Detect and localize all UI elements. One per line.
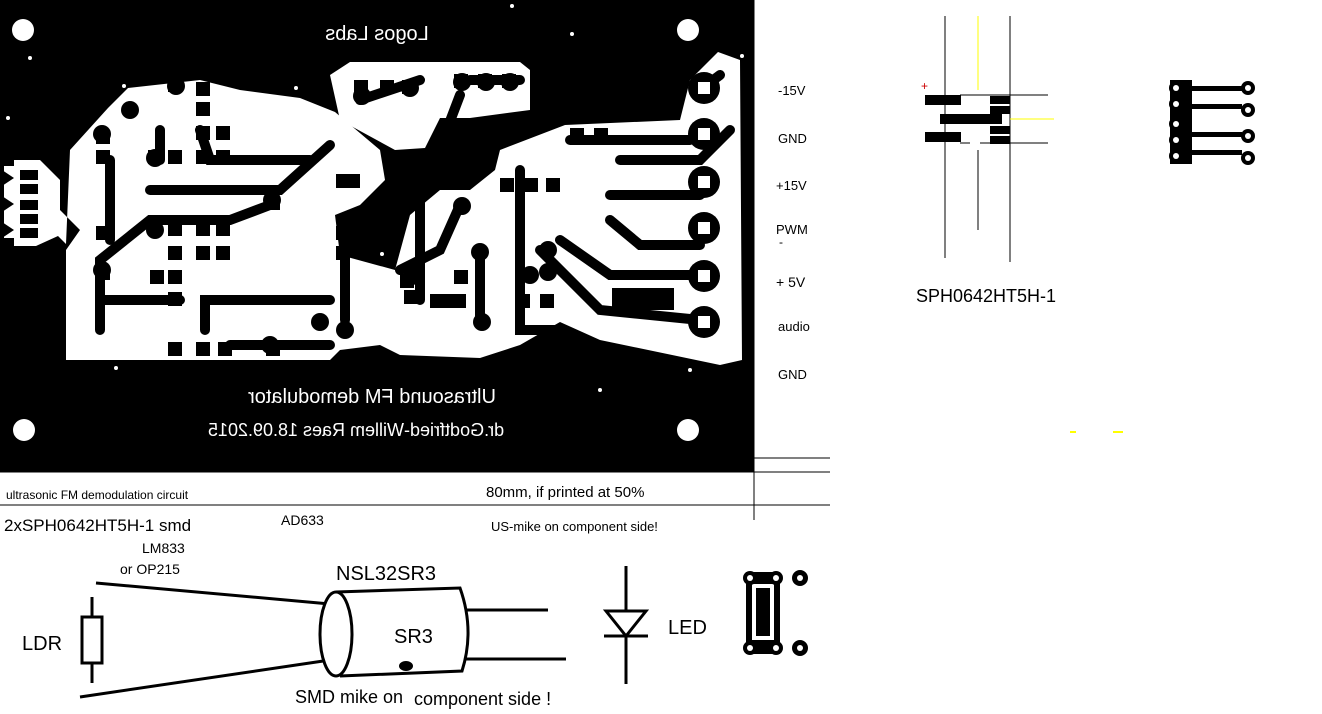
optocoupler-footprint [743,570,808,656]
pcb-output-connector [688,72,720,338]
print-scale-note: 80mm, if printed at 50% [486,484,644,501]
mounting-hole-br [677,419,699,441]
pcb-title-text: Ultrasound FM demodulator [248,386,496,408]
led-symbol [602,566,650,684]
smd-note-part1: SMD mike on [295,687,403,707]
connector-label: PWM [776,222,808,237]
connector-label-list: -15V GND +15V PWM - + 5V audio GND [776,83,810,382]
optocoupler-drawing [79,581,566,699]
pcb-round-pads [93,73,557,354]
mounting-hole-tr [677,19,699,41]
pcb-author-date-text: dr.Godtfried-Willem Raes 18.09.2015 [208,420,504,440]
opamp-part-2: or OP215 [120,561,180,577]
connector-label: GND [778,131,807,146]
opamp-part-1: LM833 [142,540,185,556]
double-mic-footprint [1169,80,1255,165]
ldr-symbol [80,615,104,665]
pcb-board: Logos Labs Ultrasound FM demodulator dr.… [0,0,754,472]
connector-label: +15V [776,178,807,193]
pwm-tick: - [779,235,783,249]
connector-label: audio [778,319,810,334]
mic-part-name: SPH0642HT5H-1 [916,286,1056,306]
optocoupler-body-label: SR3 [394,626,433,648]
connector-label: + 5V [776,274,806,290]
optocoupler-name: NSL32SR3 [336,563,436,585]
connector-label: -15V [778,83,806,98]
led-label: LED [668,617,707,639]
mic-footprint-drawing: + [921,16,1054,262]
left-connector [2,166,38,238]
pcb-company-text: Logos Labs [325,23,428,45]
multiplier-part: AD633 [281,512,324,528]
connector-label: GND [778,367,807,382]
mic-count-note: 2xSPH0642HT5H-1 smd [4,516,191,535]
notes-table-lines [0,0,830,520]
pcb-vias [6,4,744,392]
polarity-plus: + [921,79,928,93]
mounting-hole-bl [13,419,35,441]
mounting-hole-tl [12,19,34,41]
smd-note-part2: component side ! [414,689,551,709]
us-mike-note: US-mike on component side! [491,519,658,534]
ldr-label: LDR [22,633,62,655]
circuit-description: ultrasonic FM demodulation circuit [6,488,189,502]
